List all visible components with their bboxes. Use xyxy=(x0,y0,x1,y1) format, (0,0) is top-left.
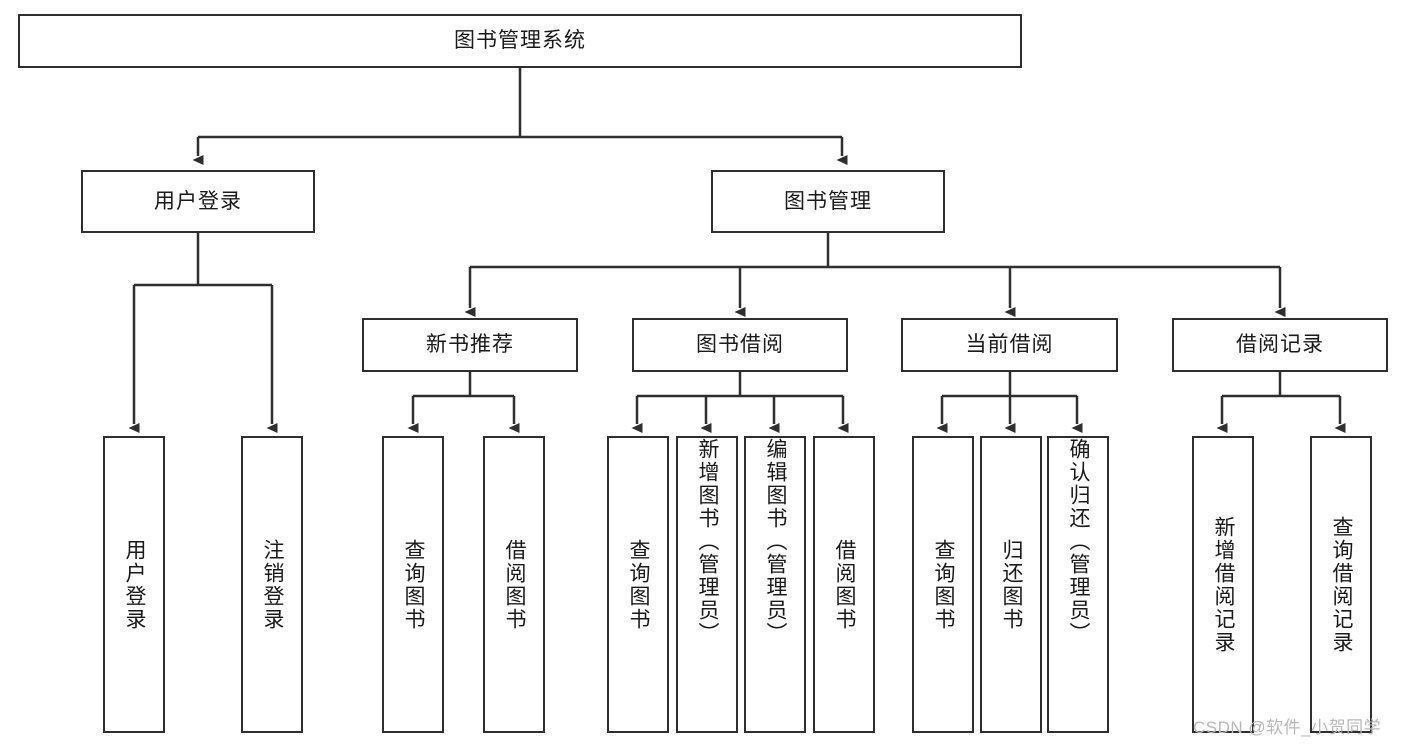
watermark: CSDN @软件_小贺同学 xyxy=(1193,718,1382,737)
node-leaf-borrow-book-2[interactable]: 借阅图书 xyxy=(813,436,875,733)
node-leaf-return-book-label: 归还图书 xyxy=(1000,538,1024,631)
node-new-book-recommend-label: 新书推荐 xyxy=(426,333,514,357)
node-leaf-add-book-admin[interactable]: 新增图书（管理员） xyxy=(676,436,738,733)
node-leaf-edit-book-admin-label: 编辑图书（管理员） xyxy=(764,438,788,645)
node-leaf-borrow-book-2-label: 借阅图书 xyxy=(833,538,857,631)
node-book-borrow-label: 图书借阅 xyxy=(696,333,784,357)
node-leaf-query-book-1-label: 查询图书 xyxy=(402,538,426,631)
node-leaf-user-login[interactable]: 用户登录 xyxy=(103,436,165,733)
node-leaf-query-borrow-record-label: 查询借阅记录 xyxy=(1330,515,1354,654)
node-leaf-confirm-return-admin[interactable]: 确认归还（管理员） xyxy=(1047,436,1109,733)
node-leaf-query-book-2[interactable]: 查询图书 xyxy=(607,436,669,733)
node-leaf-add-borrow-record-label: 新增借阅记录 xyxy=(1212,515,1236,654)
node-leaf-borrow-book-1[interactable]: 借阅图书 xyxy=(483,436,545,733)
node-leaf-logout-login-label: 注销登录 xyxy=(261,538,285,631)
node-leaf-edit-book-admin[interactable]: 编辑图书（管理员） xyxy=(744,436,806,733)
node-leaf-query-book-1[interactable]: 查询图书 xyxy=(382,436,444,733)
node-new-book-recommend[interactable]: 新书推荐 xyxy=(362,318,578,372)
node-book-manage-label: 图书管理 xyxy=(784,189,872,213)
node-leaf-logout-login[interactable]: 注销登录 xyxy=(241,436,303,733)
node-leaf-query-borrow-record[interactable]: 查询借阅记录 xyxy=(1310,436,1372,733)
node-leaf-query-book-2-label: 查询图书 xyxy=(627,538,651,631)
node-current-borrow[interactable]: 当前借阅 xyxy=(901,318,1118,372)
node-leaf-confirm-return-admin-label: 确认归还（管理员） xyxy=(1067,438,1091,645)
node-book-manage[interactable]: 图书管理 xyxy=(711,170,945,233)
node-borrow-record-label: 借阅记录 xyxy=(1236,333,1324,357)
node-borrow-record[interactable]: 借阅记录 xyxy=(1172,318,1388,372)
node-leaf-add-book-admin-label: 新增图书（管理员） xyxy=(696,438,720,645)
node-root-label: 图书管理系统 xyxy=(454,29,586,53)
node-root[interactable]: 图书管理系统 xyxy=(18,14,1022,68)
node-leaf-user-login-label: 用户登录 xyxy=(123,538,147,631)
node-leaf-add-borrow-record[interactable]: 新增借阅记录 xyxy=(1192,436,1254,733)
node-leaf-return-book[interactable]: 归还图书 xyxy=(980,436,1042,733)
node-leaf-borrow-book-1-label: 借阅图书 xyxy=(503,538,527,631)
node-leaf-query-book-3[interactable]: 查询图书 xyxy=(912,436,974,733)
node-user-login-label: 用户登录 xyxy=(154,189,242,213)
node-user-login[interactable]: 用户登录 xyxy=(81,170,315,233)
node-leaf-query-book-3-label: 查询图书 xyxy=(932,538,956,631)
node-current-borrow-label: 当前借阅 xyxy=(965,333,1054,357)
node-book-borrow[interactable]: 图书借阅 xyxy=(632,318,848,372)
